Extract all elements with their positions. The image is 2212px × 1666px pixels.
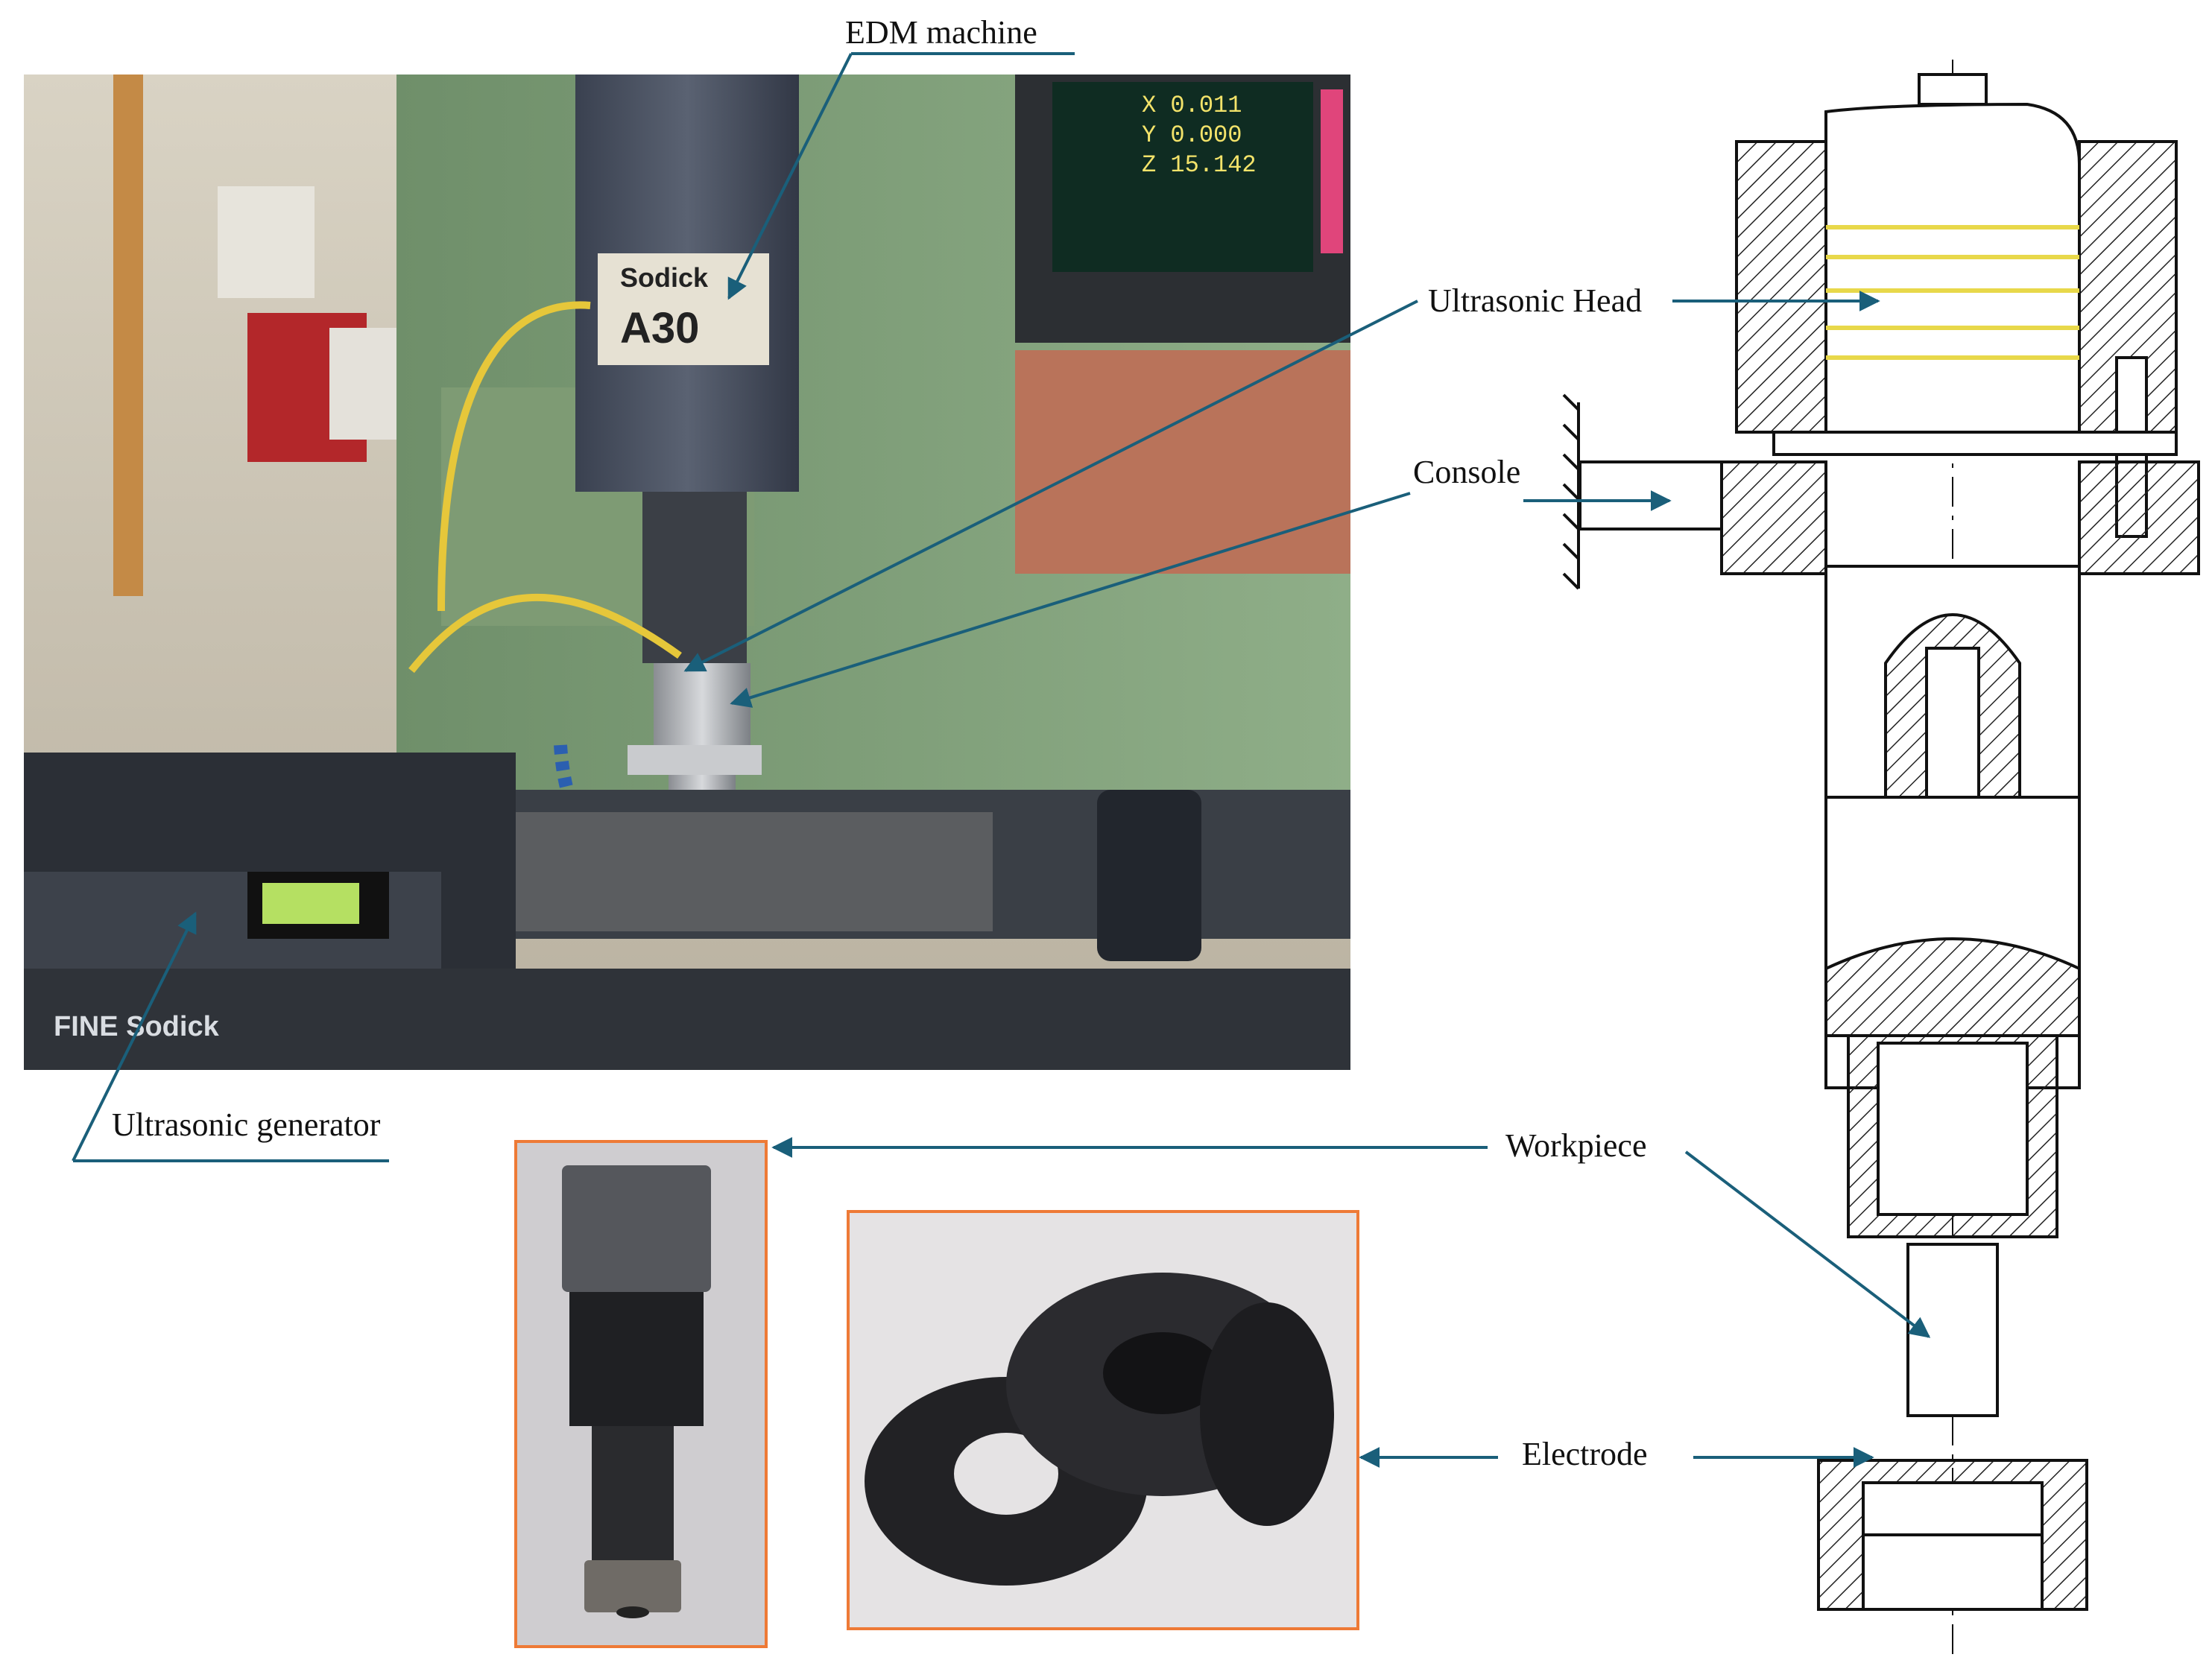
screen-readout-x: X 0.011 (1142, 92, 1242, 119)
label-console: Console (1413, 454, 1521, 490)
workpiece-photo-inset (514, 1140, 768, 1648)
machine-badge-model: A30 (620, 304, 699, 352)
label-ultrasonic-head: Ultrasonic Head (1428, 282, 1643, 319)
base-brand: FINE Sodick (54, 1011, 220, 1042)
screen-readout-z: Z 15.142 (1142, 151, 1257, 179)
ultrasonic-head-schematic (1550, 45, 2206, 1662)
machine-badge-brand: Sodick (620, 262, 709, 293)
label-edm-machine: EDM machine (845, 14, 1037, 51)
electrode-photo-inset (847, 1210, 1359, 1630)
screen-readout-y: Y 0.000 (1142, 121, 1242, 149)
edm-setup-photo: X 0.011 Y 0.000 Z 15.142 Sodick A30 FINE… (24, 75, 1350, 1070)
label-ultrasonic-generator: Ultrasonic generator (112, 1106, 381, 1143)
label-workpiece: Workpiece (1505, 1127, 1647, 1164)
label-electrode: Electrode (1522, 1436, 1648, 1472)
